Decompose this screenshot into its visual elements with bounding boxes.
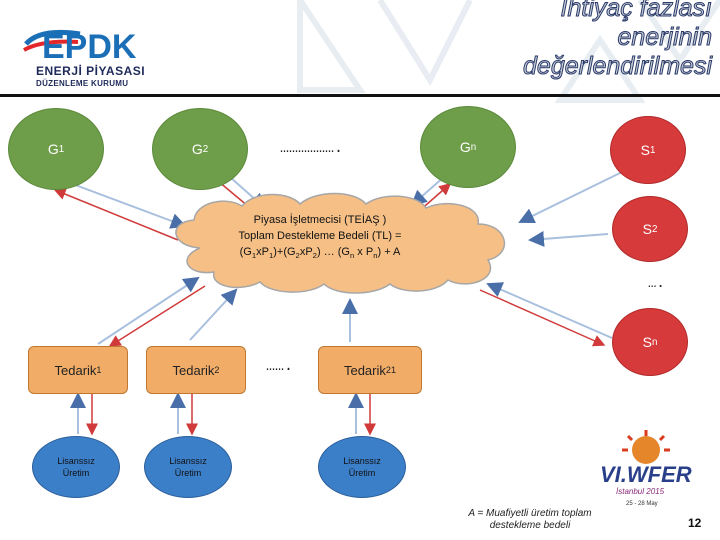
header-rule: [0, 94, 720, 97]
epdk-logo: EPDK ENERJİ PİYASASI DÜZENLEME KURUMU: [20, 20, 170, 100]
title-line3: değerlendirilmesi: [523, 52, 713, 81]
market-operator-cloud: [175, 192, 506, 294]
epdk-brand-text: EPDK: [42, 28, 137, 64]
cloud-line2: Toplam Destekleme Bedeli (TL) =: [238, 230, 402, 242]
generators-ellipsis: ……………….: [280, 140, 344, 157]
arrow-s1-to-cloud: [518, 171, 623, 224]
cloud-line3: (G1xP1)+(G2xP2) … (Gn x Pn) + A: [239, 246, 401, 260]
arrow-s2-to-cloud: [528, 230, 609, 247]
page-number: 12: [688, 516, 702, 530]
cloud-line1: Piyasa İşletmecisi (TEİAŞ ): [253, 214, 387, 226]
arrow-tedarik1-to-cloud: [97, 276, 200, 345]
tedarik-ellipsis: …….: [266, 358, 294, 375]
logo-line1: ENERJİ PİYASASI: [36, 64, 146, 78]
arrow-sn-to-cloud: [486, 282, 613, 339]
epdk-logo-mark: EPDK: [23, 28, 137, 66]
arrow-tedarik2-to-cloud: [189, 288, 238, 341]
wfer-name: VI.WFER: [600, 462, 692, 487]
logo-line2: DÜZENLEME KURUMU: [36, 79, 129, 88]
slide-title: İhtiyaç fazlası enerjinin değerlendirilm…: [523, 0, 713, 81]
suppliers-ellipsis: ….: [648, 276, 665, 292]
cloud-text: Piyasa İşletmecisi (TEİAŞ ) Toplam Deste…: [205, 212, 435, 264]
title-line1: İhtiyaç fazlası: [560, 0, 712, 23]
footnote-a: A = Muafiyetli üretim toplam destekleme …: [468, 508, 592, 531]
wfer-logo: VI.WFER İstanbul 2015 25 - 28 May: [596, 428, 692, 510]
wfer-dates: 25 - 28 May: [626, 501, 658, 507]
wfer-city: İstanbul 2015: [616, 487, 665, 496]
arrow-cloud-to-tedarik1: [108, 285, 206, 347]
wfer-logo-mark: VI.WFER İstanbul 2015 25 - 28 May: [600, 430, 692, 507]
arrow-g1-to-cloud: [61, 179, 187, 229]
arrow-cloud-to-g1: [53, 188, 179, 241]
arrow-cloud-to-sn: [479, 289, 606, 347]
title-line2: enerjinin: [617, 23, 713, 52]
